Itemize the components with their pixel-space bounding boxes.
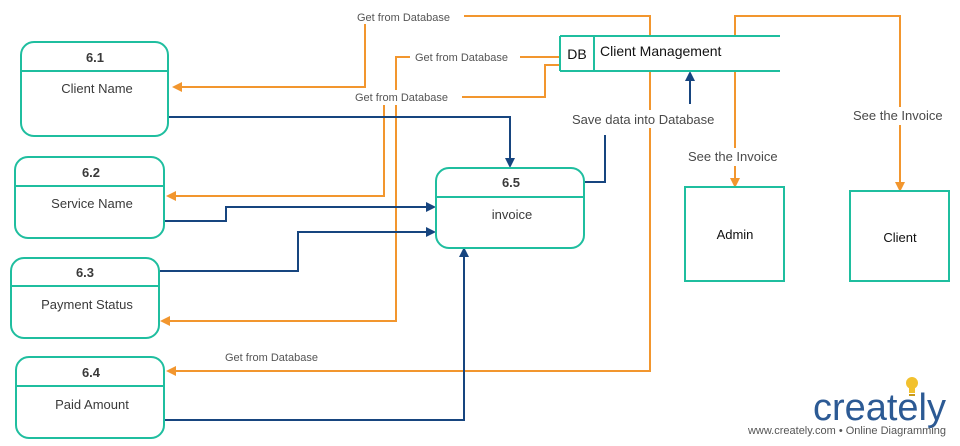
svg-text:Get from Database: Get from Database: [225, 352, 318, 364]
process-name: Payment Status: [41, 297, 133, 312]
flow-service-name-to-invoice: [162, 202, 436, 222]
flow-payment-status-to-invoice: [160, 227, 436, 272]
svg-text:Get from Database: Get from Database: [355, 92, 448, 104]
logo-wordmark: creately: [813, 387, 946, 429]
process-client-name[interactable]: 6.1 Client Name: [20, 41, 169, 137]
process-id: 6.1: [86, 50, 104, 65]
flow-paid-amount-to-invoice: [162, 247, 469, 421]
flow-db-to-paid-amount: [166, 70, 651, 376]
logo-tagline: www.creately.com • Online Diagramming: [747, 425, 946, 437]
svg-text:Get from Database: Get from Database: [357, 12, 450, 24]
process-payment-status[interactable]: 6.3 Payment Status: [10, 257, 160, 339]
svg-text:Get from Database: Get from Database: [415, 52, 508, 64]
process-name: Service Name: [51, 196, 133, 211]
process-id: 6.5: [502, 175, 520, 190]
svg-text:See the Invoice: See the Invoice: [853, 108, 943, 123]
svg-text:Save data into Database: Save data into Database: [572, 112, 714, 127]
datastore-name: Client Management: [600, 43, 722, 59]
label-see-invoice-client: See the Invoice: [849, 107, 953, 125]
creately-logo: creately www.creately.com • Online Diagr…: [747, 377, 946, 437]
label-save-db: Save data into Database: [568, 110, 724, 128]
svg-text:See the Invoice: See the Invoice: [688, 149, 778, 164]
flow-invoice-to-db: [584, 135, 606, 183]
entity-admin[interactable]: Admin: [684, 186, 785, 282]
process-name: invoice: [492, 207, 532, 222]
process-id: 6.4: [82, 365, 101, 380]
label-get-db-2: Get from Database: [410, 50, 520, 65]
datastore-client-management[interactable]: DB Client Management: [559, 35, 780, 72]
process-name: Paid Amount: [55, 397, 129, 412]
entity-client[interactable]: Client: [849, 190, 950, 282]
process-paid-amount[interactable]: 6.4 Paid Amount: [15, 356, 165, 439]
flow-db-to-payment-status: [166, 64, 560, 201]
datastore-code: DB: [567, 46, 586, 62]
label-see-invoice-admin: See the Invoice: [684, 148, 788, 166]
label-get-db-1: Get from Database: [352, 9, 464, 24]
label-get-db-4: Get from Database: [225, 352, 318, 364]
lightbulb-icon: [906, 377, 918, 396]
process-service-name[interactable]: 6.2 Service Name: [14, 156, 165, 239]
entity-label: Client: [883, 230, 917, 245]
process-name: Client Name: [61, 81, 133, 96]
process-invoice[interactable]: 6.5 invoice: [435, 167, 585, 249]
entity-label: Admin: [717, 227, 754, 242]
process-id: 6.3: [76, 265, 94, 280]
process-id: 6.2: [82, 165, 100, 180]
label-get-db-3: Get from Database: [350, 90, 462, 105]
flow-client-name-to-invoice: [168, 116, 515, 168]
